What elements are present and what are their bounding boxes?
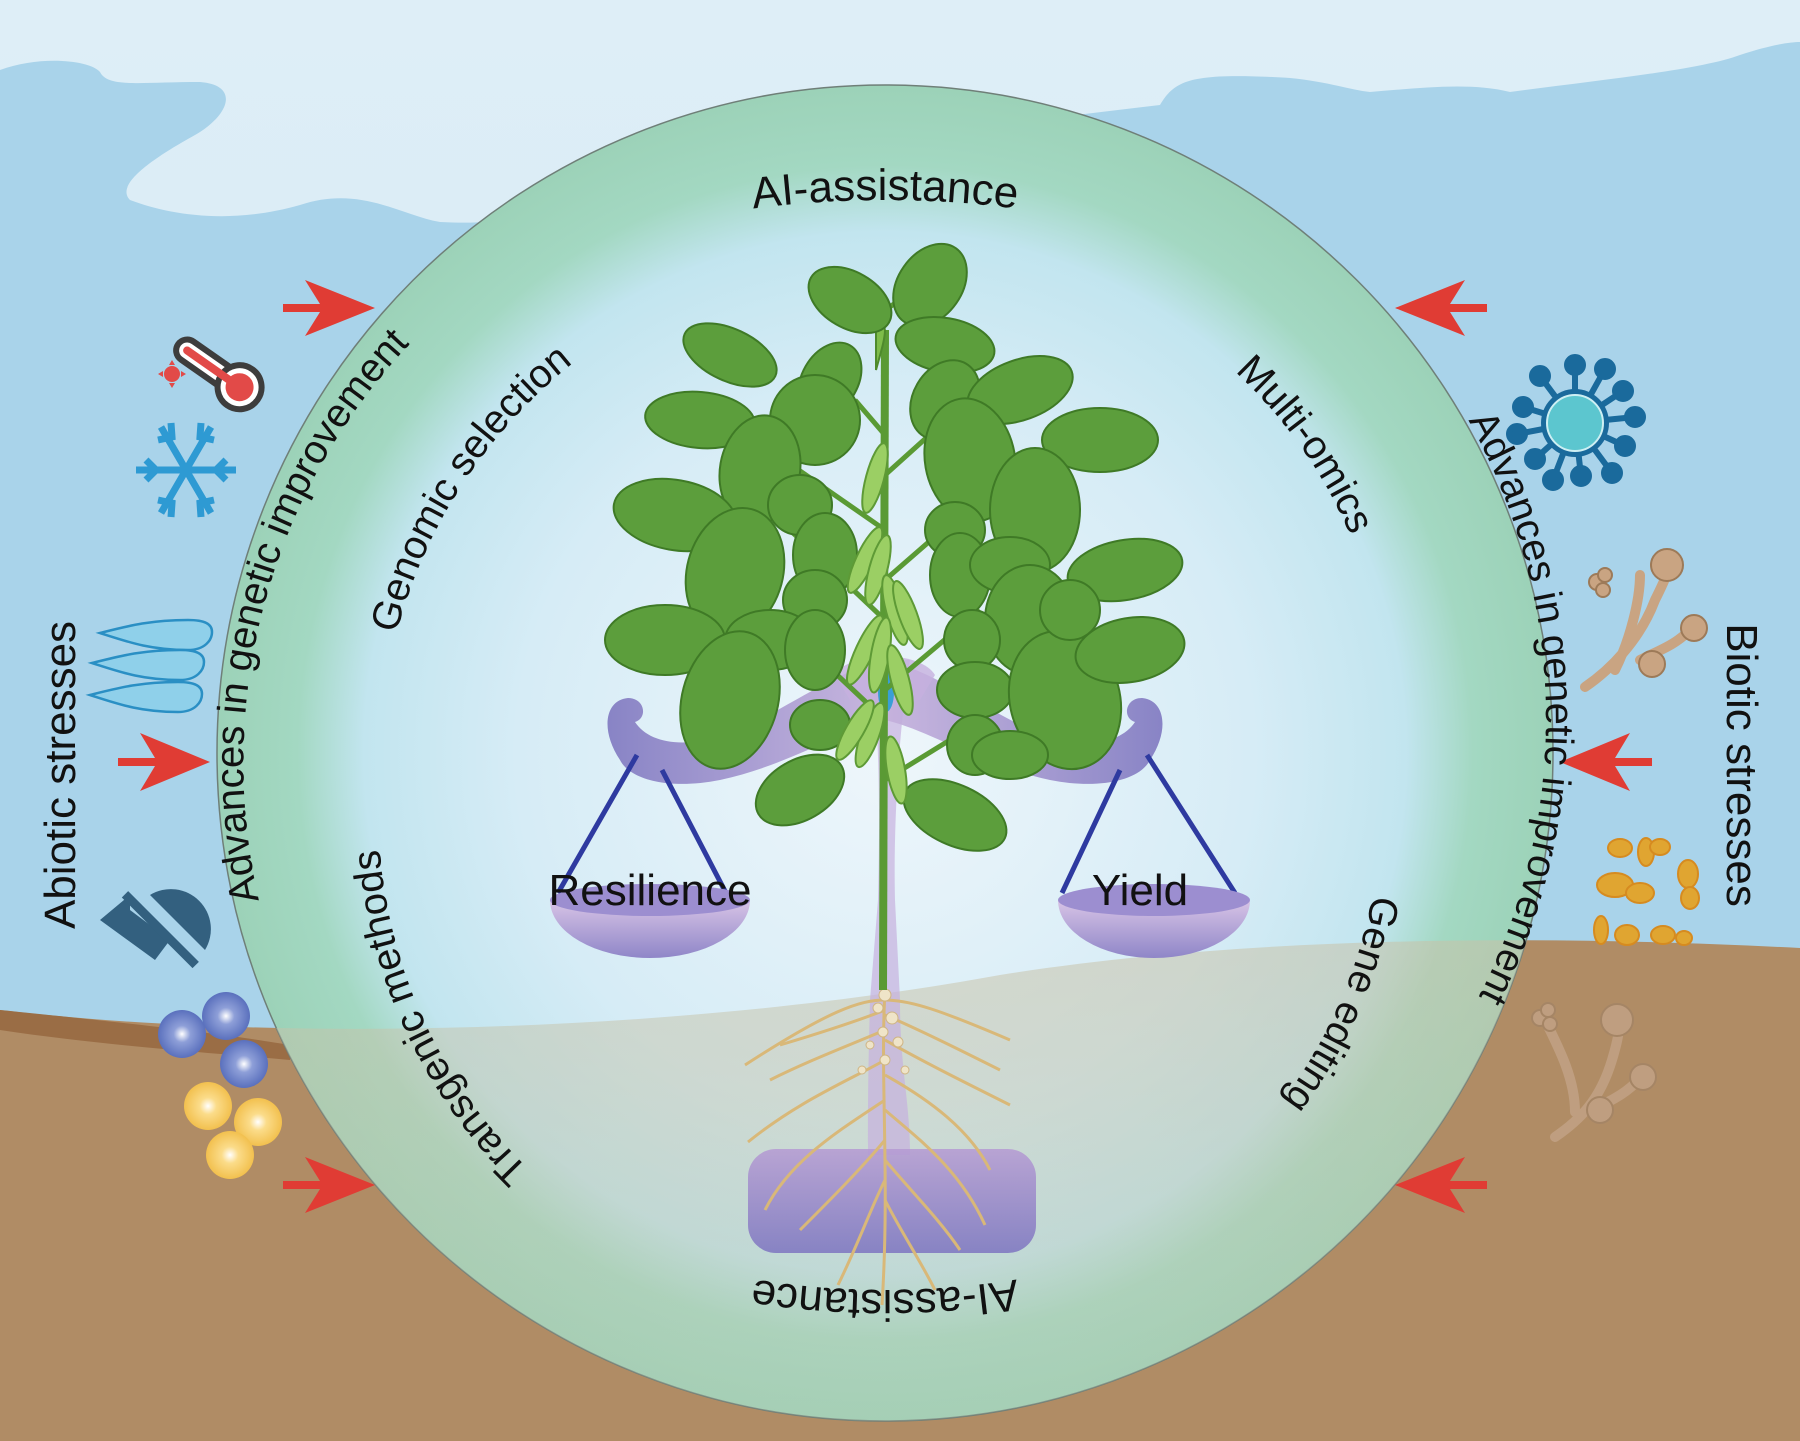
- scale-base: [748, 1149, 1036, 1253]
- plant-leaves: [604, 242, 1186, 852]
- scale-pan-left: [550, 884, 750, 958]
- heat-thermometer-icon: [158, 336, 265, 413]
- label-ai-assistance-top: AI-assistance: [749, 161, 1022, 218]
- arrow-biotic-bottom: [1395, 1157, 1487, 1213]
- soil-fungus-icon: [1531, 1002, 1657, 1142]
- arrow-biotic-top: [1395, 280, 1487, 336]
- stress-arrows: [118, 280, 1652, 1213]
- scale-pan-right: [1058, 884, 1250, 958]
- virus-icon: [1506, 354, 1646, 491]
- fungus-icon: [1580, 548, 1708, 692]
- cold-snowflake-icon: [136, 422, 236, 518]
- drought-water-drops-icon: [85, 618, 214, 714]
- plant-pods: [835, 442, 924, 805]
- arrow-biotic-middle: [1560, 733, 1652, 791]
- label-abiotic-stresses: Abiotic stresses: [36, 621, 85, 929]
- root-nodules: [857, 988, 910, 1075]
- rust-lesions-icon: [1593, 837, 1700, 946]
- soil-edge: [0, 1010, 290, 1060]
- label-biotic-stresses: Biotic stresses: [1717, 623, 1766, 907]
- arrow-abiotic-top: [283, 280, 375, 336]
- label-resilience: Resilience: [549, 866, 752, 915]
- nutrient-spheres-icon: [158, 992, 282, 1179]
- label-yield: Yield: [1092, 866, 1188, 915]
- low-light-sun-blocked-icon: [100, 889, 211, 969]
- arrow-abiotic-middle: [118, 733, 210, 791]
- arrow-abiotic-bottom: [283, 1157, 375, 1213]
- scale-strings: [555, 753, 1238, 895]
